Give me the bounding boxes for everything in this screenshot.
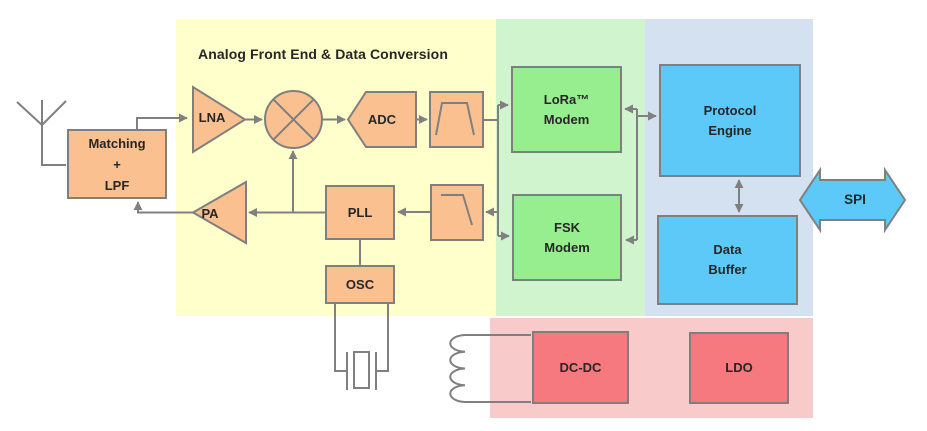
spi-label: SPI: [844, 192, 866, 207]
pa-label: PA: [201, 205, 219, 221]
lowpass-curve-icon: [441, 194, 473, 226]
lora-modem-block: LoRa™ Modem: [511, 66, 622, 153]
wire-pa-to-matching: [133, 201, 193, 214]
matching-label-line: LPF: [104, 177, 130, 193]
bandpass-curve-icon: [435, 102, 475, 136]
crystal-lead-right: [376, 304, 389, 372]
wire-matching-to-lna: [136, 113, 188, 129]
antenna-icon: [16, 101, 43, 126]
mixer-icon: [264, 90, 323, 149]
fsk-modem-label-line: FSK: [554, 219, 580, 235]
crystal-lead-left: [334, 304, 347, 372]
lna-amplifier-shape: [192, 85, 247, 154]
section-title-analog-front-end: Analog Front End & Data Conversion: [198, 46, 448, 62]
adc-label: ADC: [367, 111, 397, 127]
bandpass-filter-block: [429, 91, 484, 148]
adc-shape: [346, 91, 417, 148]
lora-modem-label-line: LoRa™: [543, 91, 590, 107]
antenna-feed-wire: [41, 100, 66, 166]
osc-label: OSC: [345, 276, 375, 292]
matching-lpf-block: Matching + LPF: [67, 129, 167, 199]
ldo-block: LDO: [689, 332, 789, 404]
fsk-modem-block: FSK Modem: [512, 194, 622, 281]
fsk-modem-label-line: Modem: [544, 239, 590, 255]
ldo-label: LDO: [725, 360, 753, 375]
pa-amplifier-shape: [190, 180, 247, 245]
data-buffer-label-line: Data: [713, 242, 742, 257]
matching-label-line: Matching: [88, 135, 146, 151]
lora-modem-label-line: Modem: [543, 111, 590, 127]
pll-block: PLL: [325, 185, 395, 240]
protocol-engine-block: Protocol Engine: [659, 64, 801, 177]
protocol-engine-label-line: Protocol: [703, 102, 757, 118]
protocol-engine-label-line: Engine: [708, 122, 752, 138]
dcdc-label: DC-DC: [559, 359, 602, 375]
lna-label: LNA: [198, 109, 226, 125]
signal-wires: [16, 100, 744, 403]
data-buffer-block: Data Buffer: [657, 215, 798, 305]
matching-label-line: +: [113, 156, 121, 172]
dcdc-block: DC-DC: [532, 331, 629, 404]
crystal-icon: [353, 351, 370, 389]
spi-double-arrow-shape: [798, 166, 907, 234]
pll-label: PLL: [347, 204, 373, 220]
osc-block: OSC: [325, 265, 395, 304]
antenna-icon: [41, 100, 67, 126]
lowpass-filter-block: [430, 184, 484, 241]
data-buffer-label-line: Buffer: [708, 262, 747, 277]
inductor-icon: [449, 334, 466, 403]
